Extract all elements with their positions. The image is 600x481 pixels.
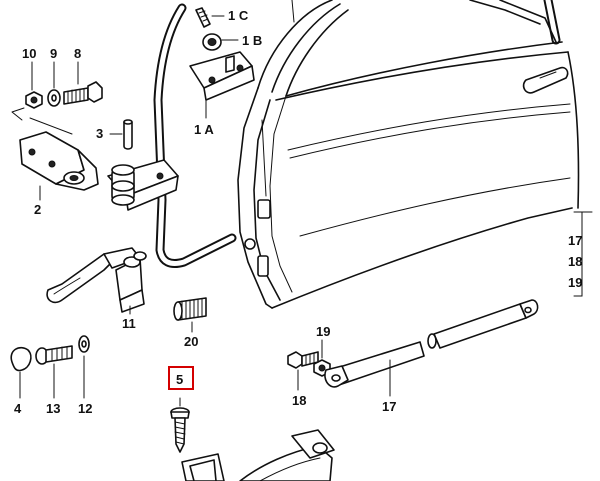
- buffer-20: [173, 297, 207, 333]
- callout-side-18: 18: [568, 254, 582, 269]
- dowel-pin-3: [109, 119, 133, 150]
- callout-13: 13: [46, 401, 60, 416]
- callout-20: 20: [184, 334, 198, 349]
- spring-pin-1c: [195, 7, 225, 28]
- bushing-1b: [202, 33, 239, 51]
- callout-labels: 1 C 1 B 1 A 10 9 8 3 2 11 20 5 4 13 12 1…: [14, 8, 582, 416]
- callout-12: 12: [78, 401, 92, 416]
- door-check-11: [46, 247, 147, 315]
- highlight-box-callout-5: [168, 366, 194, 390]
- callout-8: 8: [74, 46, 81, 61]
- lower-bracket: [181, 429, 335, 481]
- washer-9: [47, 61, 61, 107]
- callout-2: 2: [34, 202, 41, 217]
- hinge-plate-1a: [189, 51, 255, 119]
- check-rod-17: [324, 299, 539, 397]
- callout-1a: 1 A: [194, 122, 214, 137]
- callout-4: 4: [14, 401, 22, 416]
- door-shell: [237, 0, 580, 309]
- callout-19: 19: [316, 324, 330, 339]
- washer-12: [78, 335, 90, 399]
- callout-side-19: 19: [568, 275, 582, 290]
- callout-17: 17: [382, 399, 396, 414]
- callout-1c: 1 C: [228, 8, 249, 23]
- callout-11: 11: [122, 316, 136, 331]
- pillar-hinge: [107, 159, 179, 211]
- hex-nut-10: [25, 61, 43, 109]
- callout-18: 18: [292, 393, 306, 408]
- callout-9: 9: [50, 46, 57, 61]
- callout-5: 5: [176, 372, 183, 387]
- door-seal: [153, 0, 561, 268]
- side-group-bracket: [573, 211, 593, 297]
- callout-1b: 1 B: [242, 33, 262, 48]
- callout-side-17: 17: [568, 233, 582, 248]
- callout-3: 3: [96, 126, 103, 141]
- assembly-leader: [11, 107, 73, 135]
- bolt-13: [35, 345, 73, 399]
- bolt-8: [63, 61, 103, 105]
- hinge-body-2: [19, 131, 99, 201]
- screw-5: [170, 397, 190, 453]
- cap-4: [10, 346, 32, 399]
- door-handle: [522, 66, 569, 94]
- callout-10: 10: [22, 46, 36, 61]
- bolt-18: [287, 351, 319, 391]
